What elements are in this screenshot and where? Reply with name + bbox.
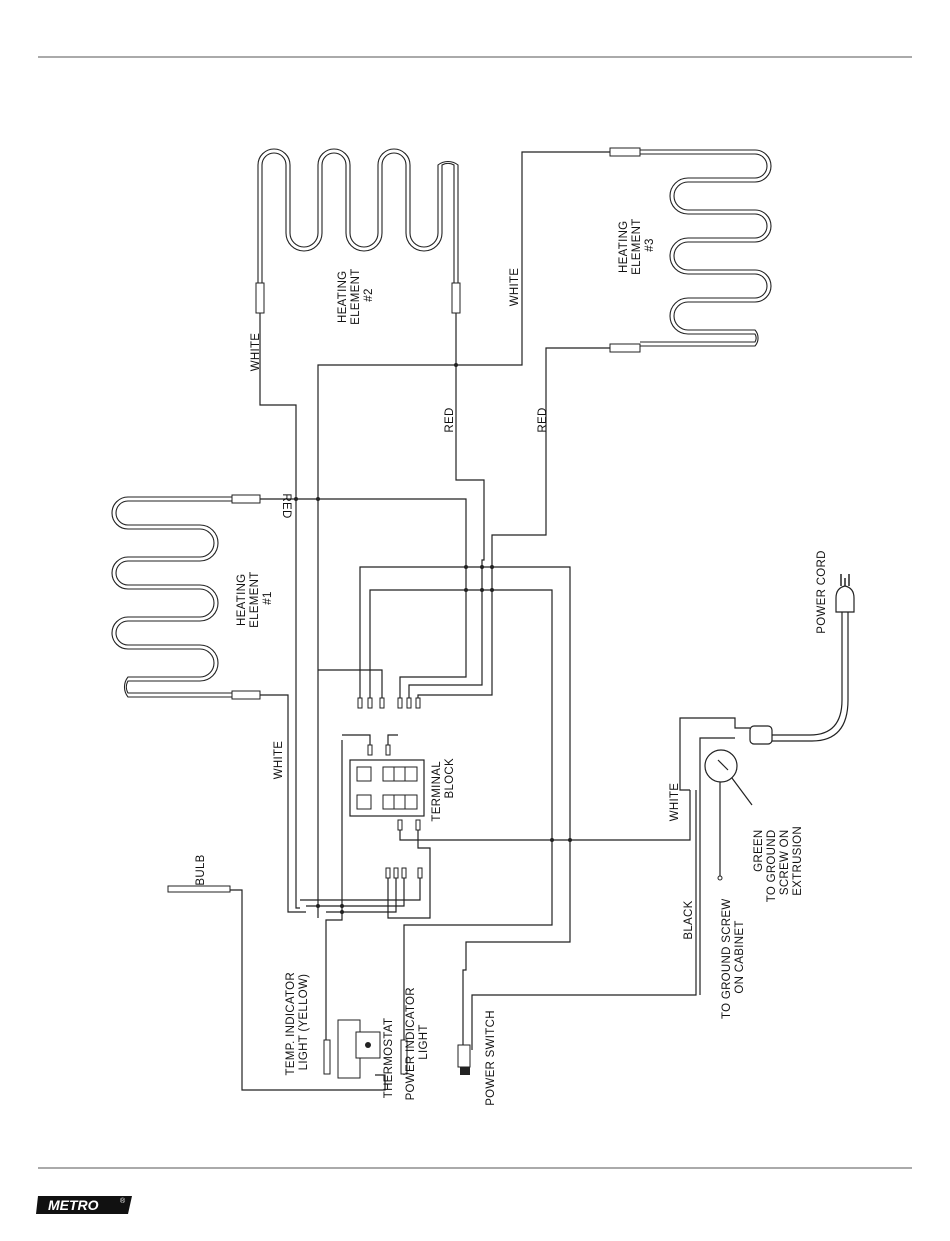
thermostat-label: THERMOSTAT [383,1018,395,1099]
power-switch-label: POWER SWITCH [485,1010,497,1106]
terminal-block-label: TERMINAL BLOCK [431,758,456,822]
power-cord-label: POWER CORD [816,550,828,634]
wire-label-red-he2: RED [444,407,456,432]
wire-label-white-he3: WHITE [509,268,521,307]
thermostat [338,1020,380,1078]
junctions [294,363,572,914]
metro-logo: METRO ® [36,1196,132,1214]
heating-element-2-label: HEATING ELEMENT #2 [337,265,375,325]
wire-label-black: BLACK [683,900,695,939]
temp-indicator-light [324,1040,330,1074]
wires [230,152,752,1090]
power-switch [458,1045,470,1075]
ground-cabinet-label: TO GROUND SCREW ON CABINET [721,895,746,1019]
temp-indicator-label: TEMP. INDICATOR LIGHT (YELLOW) [285,968,310,1075]
metro-logo-text: METRO [48,1197,99,1213]
wire-label-white-he2: WHITE [250,333,262,372]
wire-label-red-he1: RED [280,493,292,518]
wire-label-red-he3: RED [537,407,549,432]
wire-label-white-cord: WHITE [669,783,681,822]
power-cord [750,574,854,744]
bulb [168,886,230,892]
ground-circle [705,750,737,880]
wire-label-white-he1: WHITE [273,741,285,780]
registered-mark: ® [120,1197,126,1205]
bulb-label: BULB [195,854,207,885]
heating-element-1-label: HEATING ELEMENT #1 [236,568,274,628]
heating-element-3-label: HEATING ELEMENT #3 [618,215,656,275]
green-ground-label: GREEN TO GROUND SCREW ON EXTRUSION [753,826,804,902]
terminal-block [350,760,424,816]
power-indicator-label: POWER INDICATOR LIGHT [405,984,430,1101]
